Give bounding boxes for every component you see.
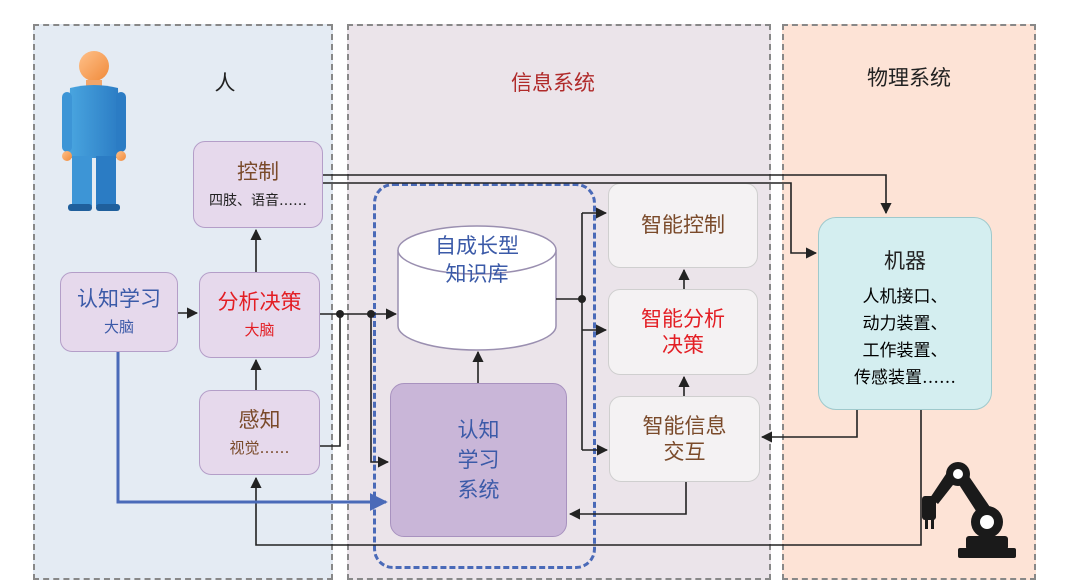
learning-system-box: 认知 学习 系统 [390, 383, 567, 537]
human-panel-title: 人 [214, 71, 236, 95]
control-box: 控制 四肢、语音…… [193, 141, 323, 228]
line-perception-to-junction [320, 314, 341, 447]
smart-decision-line2: 决策 [662, 333, 704, 357]
junction-dot-2 [367, 310, 375, 318]
perception-box: 感知 视觉…… [199, 390, 320, 475]
analysis-decision-box: 分析决策 大脑 [199, 272, 320, 358]
knowledge-base-line2: 知识库 [445, 262, 509, 286]
machine-item-2: 动力装置、 [862, 314, 948, 335]
knowledge-base-label: 自成长型 知识库 [398, 232, 556, 288]
arrow-control-to-machine-side [323, 182, 818, 259]
knowledge-base-line1: 自成长型 [435, 234, 519, 258]
physical-panel-title: 物理系统 [867, 66, 951, 90]
control-title: 控制 [237, 160, 279, 185]
arrow-machine-to-perception [250, 410, 922, 546]
machine-item-1: 人机接口、 [862, 287, 948, 308]
learning-system-line3: 系统 [457, 478, 500, 502]
machine-title: 机器 [884, 249, 926, 273]
info-panel-title: 信息系统 [511, 71, 595, 95]
cognitive-learning-subtitle: 大脑 [103, 318, 134, 337]
junction-dot-3 [578, 295, 586, 303]
arrow-machine-to-interaction [760, 410, 858, 443]
arrow-to-learning-system [370, 314, 390, 468]
learning-system-line1: 认知 [457, 418, 500, 442]
learning-system-line2: 学习 [457, 448, 500, 472]
arrow-interaction-to-learning [568, 482, 687, 520]
junction-dot-1 [336, 310, 344, 318]
machine-item-4: 传感装置…… [854, 368, 956, 389]
smart-decision-line1: 智能分析 [641, 306, 725, 331]
machine-item-3: 工作装置、 [862, 341, 948, 362]
cognitive-learning-box: 认知学习 大脑 [60, 272, 178, 352]
machine-box: 机器 人机接口、 动力装置、 工作装置、 传感装置…… [818, 217, 992, 410]
intelligent-core-frame [373, 183, 596, 569]
control-subtitle: 四肢、语音…… [209, 192, 307, 209]
perception-subtitle: 视觉…… [229, 438, 290, 457]
analysis-decision-title: 分析决策 [217, 290, 302, 315]
smart-interaction-box: 智能信息 交互 [609, 396, 760, 482]
smart-interaction-line2: 交互 [663, 440, 706, 464]
arrow-cognitive-to-learning-system [116, 352, 388, 511]
cognitive-learning-title: 认知学习 [77, 287, 161, 312]
smart-decision-box: 智能分析 决策 [608, 289, 758, 375]
perception-title: 感知 [238, 407, 281, 432]
arrow-control-to-machine [323, 174, 892, 215]
smart-interaction-line1: 智能信息 [642, 413, 727, 438]
smart-control-title: 智能控制 [641, 213, 725, 238]
analysis-decision-subtitle: 大脑 [244, 321, 275, 340]
